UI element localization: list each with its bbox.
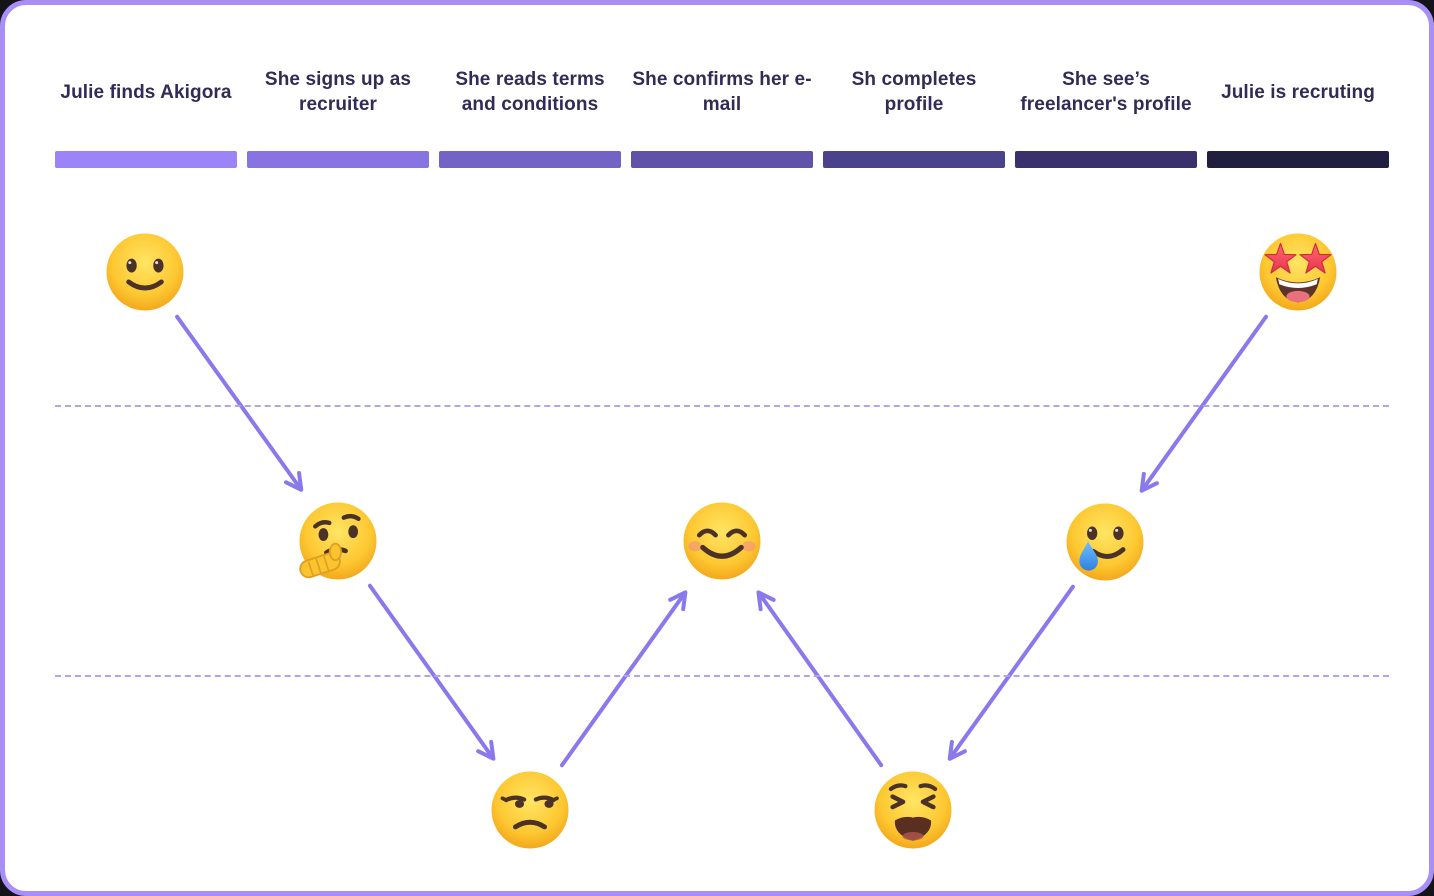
step-header-5: Sh completes profile: [823, 68, 1005, 117]
tired-face-emoji: [871, 768, 955, 852]
step-header-label: She confirms her e-mail: [632, 69, 812, 115]
step-header-2: She signs up as recruiter: [247, 68, 429, 117]
emotion-band-divider-1: [55, 405, 1389, 407]
slightly-smiling-face-emoji: [103, 230, 187, 314]
step-header-label: Julie finds Akigora: [60, 81, 232, 103]
journey-arrow-2: [367, 583, 496, 761]
step-bar-5: [823, 151, 1005, 168]
step-headers: Julie finds Akigora She signs up as recru…: [55, 57, 1389, 129]
smiling-face-with-smiling-eyes-emoji: [680, 499, 764, 583]
step-header-label: She see’s freelancer's profile: [1020, 69, 1192, 115]
step-header-1: Julie finds Akigora: [55, 81, 237, 106]
journey-arrow-6: [1139, 314, 1269, 493]
step-header-6: She see’s freelancer's profile: [1015, 68, 1197, 117]
step-bar-1: [55, 151, 237, 168]
step-header-label: She signs up as recruiter: [264, 69, 412, 115]
step-header-label: Julie is recruting: [1221, 81, 1375, 103]
star-struck-emoji: [1256, 230, 1340, 314]
emotion-arrows: [175, 314, 1269, 768]
step-bars: [55, 151, 1389, 168]
step-header-7: Julie is recruting: [1207, 81, 1389, 106]
journey-arrow-5: [947, 584, 1075, 761]
step-header-3: She reads terms and conditions: [439, 68, 621, 117]
step-bar-2: [247, 151, 429, 168]
smiling-face-with-tear-emoji: [1063, 500, 1147, 584]
journey-arrow-1: [175, 314, 304, 492]
step-bar-4: [631, 151, 813, 168]
thinking-face-emoji: [296, 499, 380, 583]
step-header-4: She confirms her e-mail: [631, 68, 813, 117]
unamused-face-emoji: [488, 768, 572, 852]
journey-arrow-3: [559, 590, 688, 768]
step-bar-7: [1207, 151, 1389, 168]
step-header-label: Sh completes profile: [851, 69, 977, 115]
emotion-band-divider-2: [55, 675, 1389, 677]
step-bar-3: [439, 151, 621, 168]
step-bar-6: [1015, 151, 1197, 168]
step-header-label: She reads terms and conditions: [455, 69, 605, 115]
journey-arrow-4: [756, 590, 884, 768]
